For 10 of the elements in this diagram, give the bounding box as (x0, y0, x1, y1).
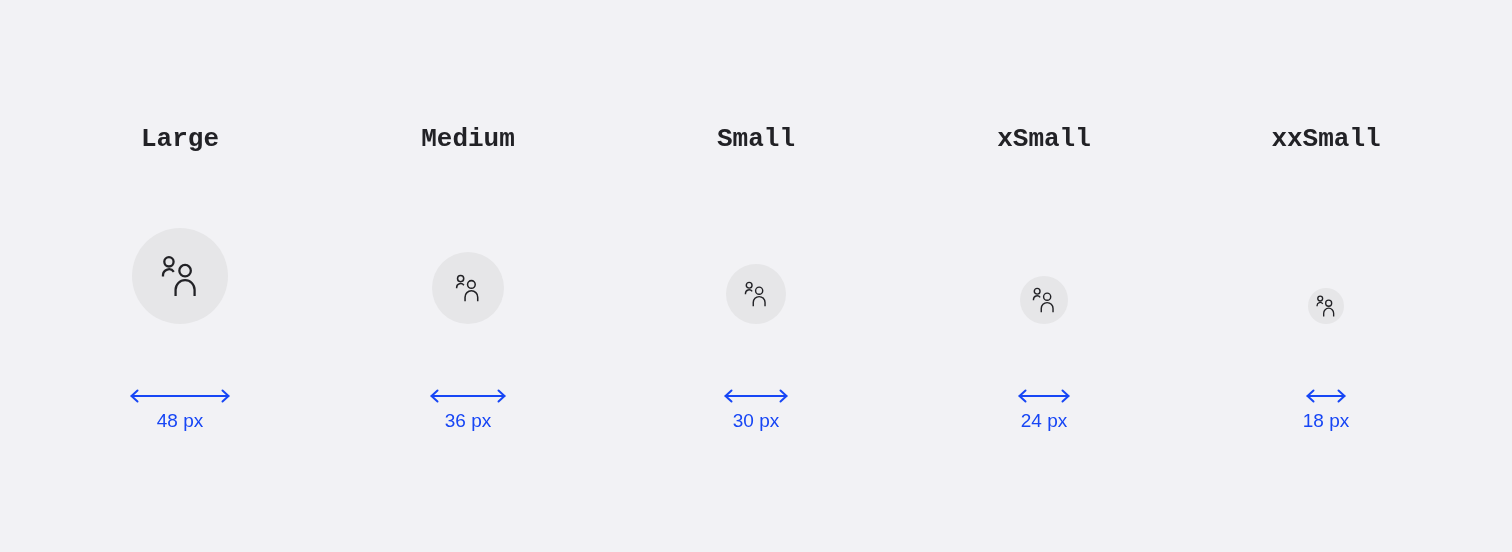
dimension-label: 30 px (732, 409, 780, 433)
dimension-label: 18 px (1302, 409, 1350, 433)
size-heading: Small (717, 124, 795, 154)
size-heading: Medium (421, 124, 515, 154)
dimension-label: 48 px (156, 409, 204, 433)
size-heading: xxSmall (1271, 124, 1381, 154)
size-heading: xSmall (997, 124, 1091, 154)
dimension-label: 36 px (444, 409, 492, 433)
size-heading: Large (141, 124, 219, 154)
dimension-label: 24 px (1020, 409, 1068, 433)
